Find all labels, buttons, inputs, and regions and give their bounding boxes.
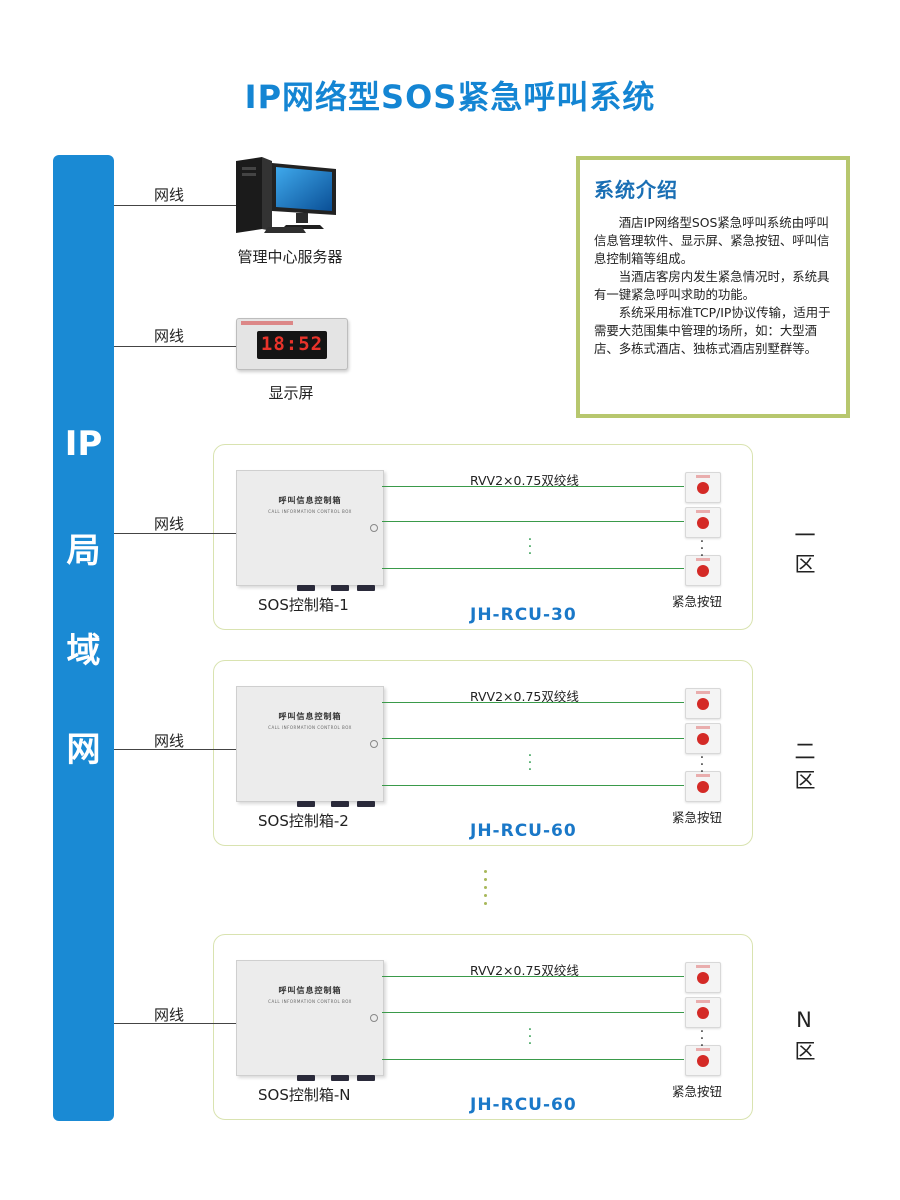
display-screen: 18:52 (236, 318, 348, 370)
zone-n-model: JH-RCU-60 (470, 1095, 577, 1115)
control-box-face-title: 呼叫信息控制箱 (278, 985, 342, 995)
connector-icon (297, 1075, 315, 1081)
display-caption: 显示屏 (268, 384, 314, 402)
lan-label-ju: 局 (66, 531, 101, 571)
zone-1-cable-ellipsis: ··· (527, 532, 533, 562)
zone-n-button-ellipsis: ··· (699, 1024, 705, 1054)
lock-icon (370, 740, 378, 748)
zone-2-cable-2 (382, 738, 684, 739)
zone-1-cable-label: RVV2×0.75双绞线 (470, 473, 579, 488)
display-wire-label: 网线 (154, 327, 185, 345)
intro-paragraph: 系统采用标准TCP/IP协议传输，适用于需要大范围集中管理的场所，如：大型酒店、… (594, 305, 831, 356)
server-wire (114, 205, 236, 206)
zone-n-cable-label: RVV2×0.75双绞线 (470, 963, 579, 978)
zone-2-cable-3 (382, 785, 684, 786)
zone-n-button-label: 紧急按钮 (672, 1084, 723, 1099)
intro-title: 系统介绍 (594, 178, 678, 202)
lock-icon (370, 524, 378, 532)
zone-1-emergency-button (685, 507, 721, 538)
lan-label-ip: IP (64, 424, 103, 464)
connector-icon (331, 1075, 349, 1081)
connector-icon (331, 801, 349, 807)
zone-1-button-ellipsis: ··· (699, 534, 705, 564)
zone-n-box-name: SOS控制箱-N (258, 1086, 351, 1104)
zone-2-emergency-button (685, 723, 721, 754)
zone-n-cable-1 (382, 976, 684, 977)
zone-2-emergency-button (685, 688, 721, 719)
zone-1-wire (114, 533, 236, 534)
zone-n-emergency-button (685, 997, 721, 1028)
zone-1-emergency-button (685, 555, 721, 586)
intro-paragraph: 酒店IP网络型SOS紧急呼叫系统由呼叫信息管理软件、显示屏、紧急按钮、呼叫信息控… (594, 215, 830, 266)
control-box-face-title: 呼叫信息控制箱 (278, 495, 342, 505)
zone-1-cable-2 (382, 521, 684, 522)
connector-icon (297, 585, 315, 591)
zone-n-emergency-button (685, 962, 721, 993)
control-box-face-subtitle: CALL INFORMATION CONTROL BOX (268, 509, 352, 514)
zone-2-cable-1 (382, 702, 684, 703)
zone-2-box-name: SOS控制箱-2 (258, 812, 349, 830)
zone-1-cable-3 (382, 568, 684, 569)
intro-paragraph: 当酒店客房内发生紧急情况时，系统具有一键紧急呼叫求助的功能。 (594, 269, 830, 302)
connector-icon (297, 801, 315, 807)
more-zones-ellipsis (483, 870, 489, 910)
display-time: 18:52 (260, 333, 324, 355)
zone-n-cable-2 (382, 1012, 684, 1013)
display-brand-strip (241, 321, 293, 325)
zone-n-cable-3 (382, 1059, 684, 1060)
zone-n-control-box: 呼叫信息控制箱 CALL INFORMATION CONTROL BOX (236, 960, 384, 1081)
display-panel (257, 331, 327, 359)
lock-icon (370, 1014, 378, 1022)
zone-n-wire (114, 1023, 236, 1024)
zone-1-cable-1 (382, 486, 684, 487)
zone-n-cable-ellipsis: ··· (527, 1022, 533, 1052)
lan-bar (53, 155, 114, 1121)
zone-2-control-box: 呼叫信息控制箱 CALL INFORMATION CONTROL BOX (236, 686, 384, 807)
connector-icon (357, 801, 375, 807)
connector-icon (331, 585, 349, 591)
zone-1-box-name: SOS控制箱-1 (258, 596, 349, 614)
zone-n-emergency-button (685, 1045, 721, 1076)
zone-1-control-box: 呼叫信息控制箱 CALL INFORMATION CONTROL BOX (236, 470, 384, 591)
zone-2-wire-label: 网线 (154, 732, 185, 750)
control-box-face-subtitle: CALL INFORMATION CONTROL BOX (268, 999, 352, 1004)
server-wire-label: 网线 (154, 186, 185, 204)
zone-2-name: 二区 (792, 740, 816, 798)
zone-2-model: JH-RCU-60 (470, 821, 577, 841)
page-title: IP网络型SOS紧急呼叫系统 (244, 78, 656, 116)
zone-1-model: JH-RCU-30 (470, 605, 577, 625)
zone-1-emergency-button (685, 472, 721, 503)
server-computer-icon (236, 157, 336, 233)
display-wire (114, 346, 236, 347)
zone-1-button-label: 紧急按钮 (672, 594, 723, 609)
zone-2-cable-label: RVV2×0.75双绞线 (470, 689, 579, 704)
connector-icon (357, 1075, 375, 1081)
zone-n-wire-label: 网线 (154, 1006, 185, 1024)
lan-label-yu: 域 (66, 631, 101, 671)
zone-2-emergency-button (685, 771, 721, 802)
zone-2-button-label: 紧急按钮 (672, 810, 723, 825)
zone-2-wire (114, 749, 236, 750)
lan-label-wang: 网 (66, 730, 101, 770)
connector-icon (357, 585, 375, 591)
server-caption: 管理中心服务器 (237, 248, 343, 266)
intro-body: 酒店IP网络型SOS紧急呼叫系统由呼叫信息管理软件、显示屏、紧急按钮、呼叫信息控… (594, 214, 836, 358)
control-box-face-title: 呼叫信息控制箱 (278, 711, 342, 721)
zone-n-name: N区 (792, 1008, 816, 1069)
zone-1-wire-label: 网线 (154, 515, 185, 533)
control-box-face-subtitle: CALL INFORMATION CONTROL BOX (268, 725, 352, 730)
intro-box: 系统介绍 酒店IP网络型SOS紧急呼叫系统由呼叫信息管理软件、显示屏、紧急按钮、… (576, 156, 850, 418)
zone-1-name: 一区 (792, 524, 816, 582)
zone-2-button-ellipsis: ··· (699, 750, 705, 780)
zone-2-cable-ellipsis: ··· (527, 748, 533, 778)
